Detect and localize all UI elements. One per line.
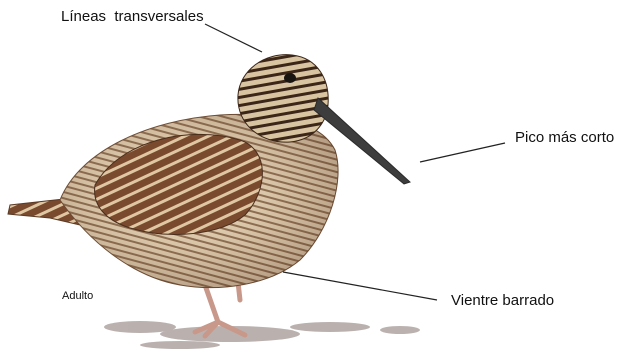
bird-eye — [284, 73, 296, 83]
leader-line-pico — [420, 143, 505, 162]
label-pico-mas-corto: Pico más corto — [515, 130, 614, 145]
label-lineas-transversales: Líneas transversales — [61, 9, 204, 24]
label-vientre-barrado: Vientre barrado — [451, 293, 554, 308]
leader-line-vientre — [283, 272, 437, 300]
label-adulto: Adulto — [62, 291, 93, 302]
bird-head — [238, 55, 328, 142]
ground-shadow — [104, 321, 420, 349]
leader-line-lineas — [205, 24, 262, 52]
